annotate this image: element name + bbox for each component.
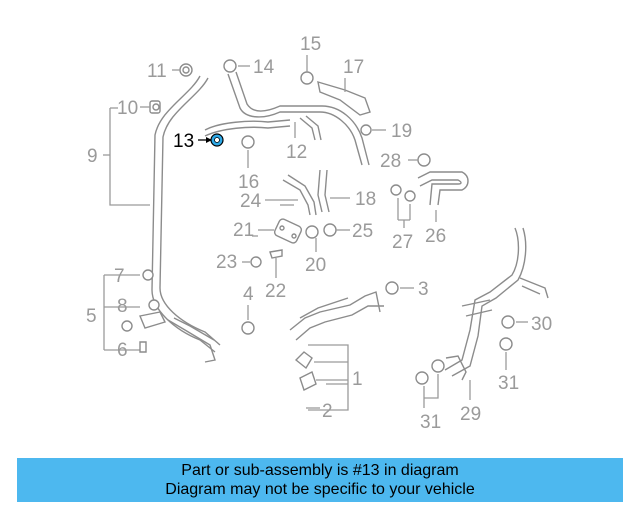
callout-11: 11 (147, 61, 167, 82)
callout-1: 1 (352, 369, 363, 390)
callout-5: 5 (86, 306, 97, 327)
callout-27: 27 (392, 232, 413, 253)
callout-10: 10 (117, 98, 138, 119)
callout-19: 19 (391, 121, 412, 142)
callout-17: 17 (343, 57, 364, 78)
callout-4: 4 (243, 284, 254, 305)
hose-12 (204, 71, 370, 166)
clamp-11 (172, 63, 193, 77)
callout-labels: 1 2 3 4 5 6 7 8 9 10 11 12 13 14 15 16 1… (86, 34, 552, 433)
gasket-21 (258, 218, 303, 244)
callout-3: 3 (418, 279, 429, 300)
callout-16: 16 (238, 172, 259, 193)
callout-14: 14 (253, 57, 275, 78)
clamp-19 (360, 124, 386, 136)
bolt-22 (269, 249, 283, 278)
parts-diagram: 1 2 3 4 5 6 7 8 9 10 11 12 13 14 15 16 1… (86, 34, 552, 433)
clamp-30 (501, 315, 528, 329)
callout-31-left: 31 (420, 412, 441, 433)
hose-18 (317, 169, 350, 213)
callout-7: 7 (114, 266, 125, 287)
callout-25: 25 (352, 221, 373, 242)
callout-29: 29 (460, 404, 481, 425)
banner-line-2: Diagram may not be specific to your vehi… (165, 481, 475, 498)
clamp-20 (305, 225, 319, 252)
clamps-31 (415, 337, 513, 408)
info-banner: Part or sub-assembly is #13 in diagram D… (17, 458, 623, 502)
callout-6: 6 (117, 340, 128, 361)
callout-23: 23 (216, 252, 237, 273)
callout-9: 9 (87, 146, 98, 167)
hose-24 (265, 174, 317, 216)
clamp-28 (408, 153, 431, 167)
callout-20: 20 (305, 255, 326, 276)
hose-9 (151, 75, 221, 363)
clamp-15 (300, 55, 314, 85)
clamp-4 (241, 305, 255, 335)
hose-26 (417, 171, 469, 222)
clamp-14 (223, 59, 250, 73)
callout-24: 24 (240, 191, 262, 212)
group-5-8 (103, 269, 166, 353)
clamp-25 (323, 223, 350, 237)
clamp-3 (385, 281, 414, 295)
clamp-10 (140, 100, 161, 114)
callout-15: 15 (300, 34, 321, 55)
callout-26: 26 (425, 226, 446, 247)
callout-2: 2 (322, 401, 333, 422)
pipe-1 (289, 291, 384, 411)
bracket-17 (317, 78, 371, 116)
washer-23 (242, 256, 262, 268)
callout-18: 18 (355, 189, 376, 210)
banner-line-1: Part or sub-assembly is #13 in diagram (181, 462, 459, 479)
bracket-9 (103, 107, 150, 206)
callout-21: 21 (233, 220, 254, 241)
clamps-27 (390, 184, 416, 228)
callout-22: 22 (265, 281, 286, 302)
callout-8: 8 (117, 296, 128, 317)
callout-31-right: 31 (498, 373, 519, 394)
callout-12: 12 (286, 142, 307, 163)
part-13 (198, 133, 224, 147)
callout-28: 28 (380, 151, 401, 172)
clamp-16 (241, 135, 255, 168)
callout-13: 13 (173, 131, 194, 152)
hose-29 (444, 227, 549, 400)
callout-30: 30 (531, 314, 552, 335)
leader-lines (252, 204, 348, 385)
